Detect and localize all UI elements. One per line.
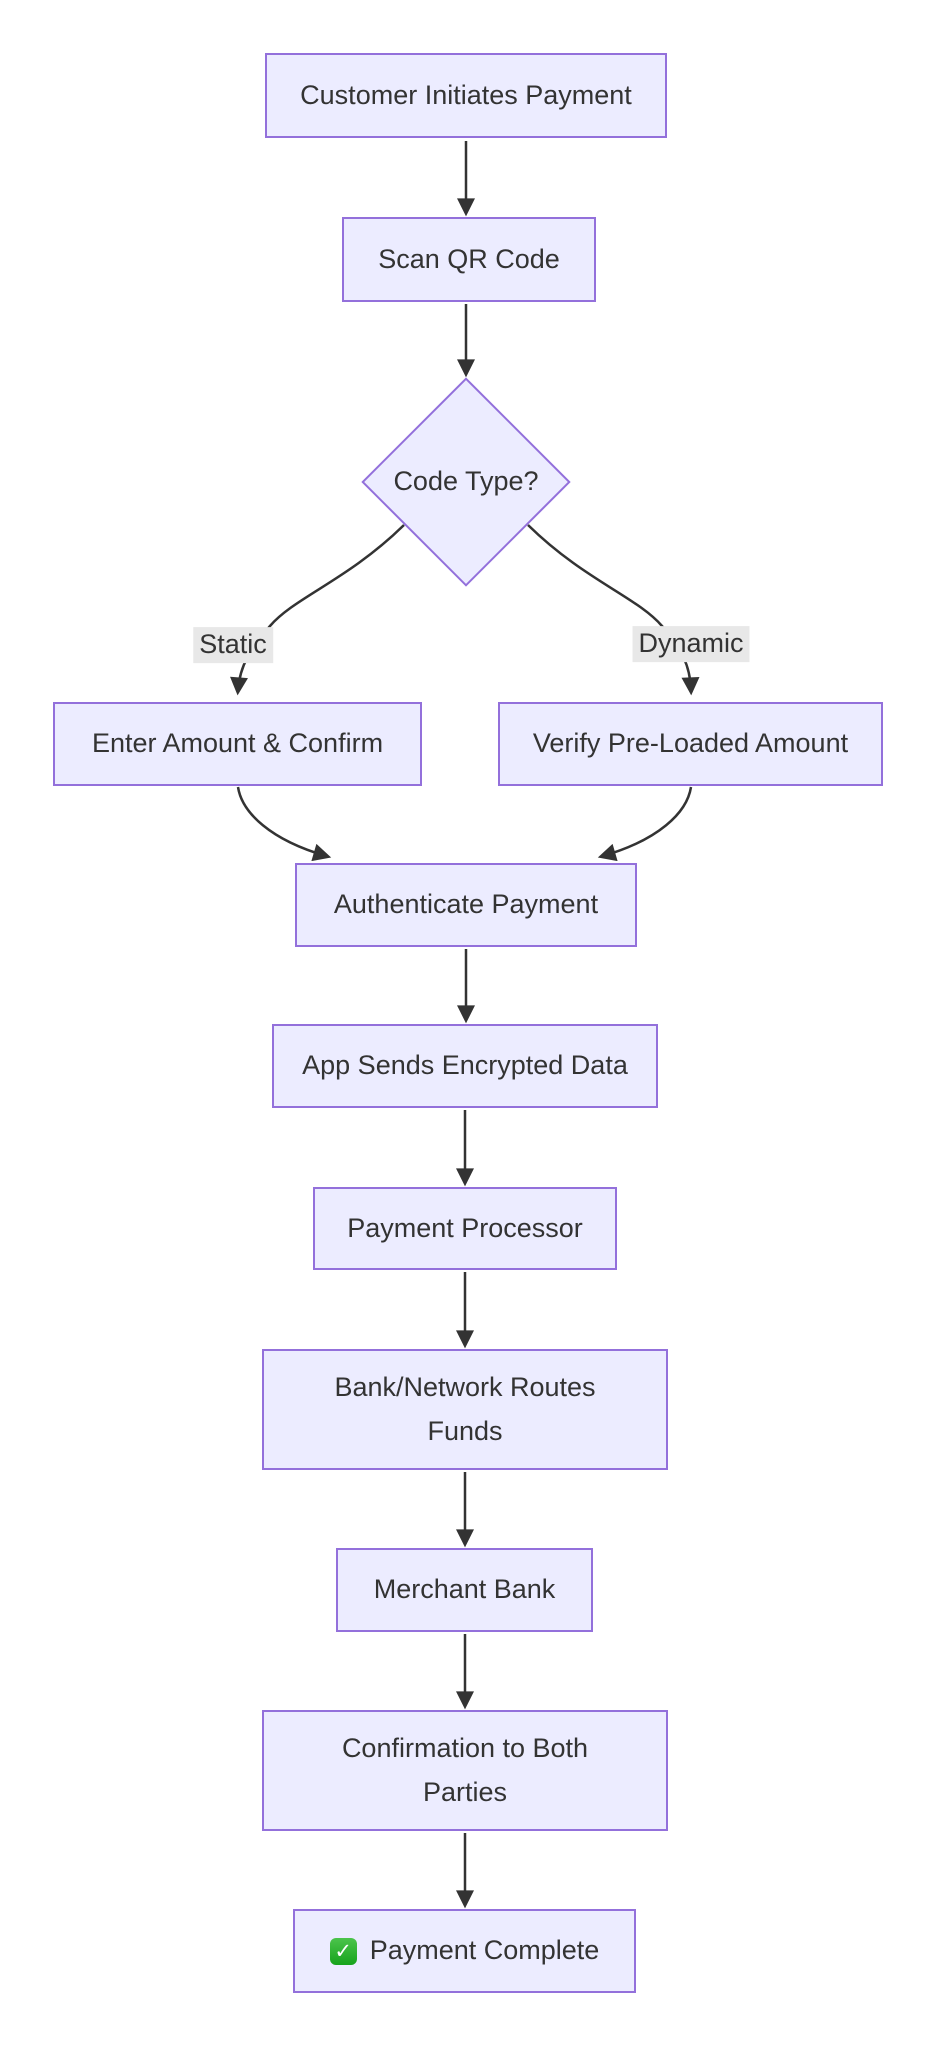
edge-label-static: Static <box>193 627 273 663</box>
edge-decision-to-enter-amount <box>230 524 405 696</box>
node-label: Bank/Network Routes Funds <box>334 1372 596 1446</box>
check-mark-emoji: ✓ <box>329 1937 357 1965</box>
node-scan-qr-code: Scan QR Code <box>342 217 596 302</box>
node-content: ✓ Payment Complete <box>329 1929 600 1972</box>
node-code-type-decision-label: Code Type? <box>393 466 539 496</box>
node-label: Payment Processor <box>347 1212 583 1243</box>
node-label: Enter Amount & Confirm <box>91 728 384 759</box>
edge-verify-amount-to-authenticate <box>597 786 693 862</box>
edge-decision-to-verify-amount <box>527 524 700 696</box>
node-label: Customer Initiates Payment <box>300 79 632 110</box>
node-label: App Sends Encrypted Data <box>302 1050 628 1081</box>
edge-label-dynamic: Dynamic <box>632 626 750 662</box>
node-label: Scan QR Code <box>378 243 560 274</box>
node-bank-network-routes-funds: Bank/Network Routes Funds <box>262 1349 668 1470</box>
node-confirmation-to-both-parties: Confirmation to Both Parties <box>262 1710 668 1831</box>
check-tick-glyph: ✓ <box>334 1939 352 1963</box>
node-customer-initiates-payment: Customer Initiates Payment <box>265 53 667 138</box>
node-payment-processor: Payment Processor <box>313 1187 617 1270</box>
node-verify-preloaded-amount: Verify Pre-Loaded Amount <box>498 702 883 786</box>
node-label: Confirmation to Both Parties <box>341 1733 589 1807</box>
node-label: Verify Pre-Loaded Amount <box>532 728 849 759</box>
edge-enter-amount-to-authenticate <box>236 786 332 862</box>
node-enter-amount-confirm: Enter Amount & Confirm <box>53 702 422 786</box>
node-merchant-bank: Merchant Bank <box>336 1548 593 1632</box>
node-payment-complete: ✓ Payment Complete <box>293 1909 636 1993</box>
node-authenticate-payment: Authenticate Payment <box>295 863 637 947</box>
node-app-sends-encrypted-data: App Sends Encrypted Data <box>272 1024 658 1108</box>
node-label: Payment Complete <box>369 1935 600 1966</box>
node-label: Authenticate Payment <box>333 889 599 920</box>
node-label: Merchant Bank <box>373 1574 556 1605</box>
